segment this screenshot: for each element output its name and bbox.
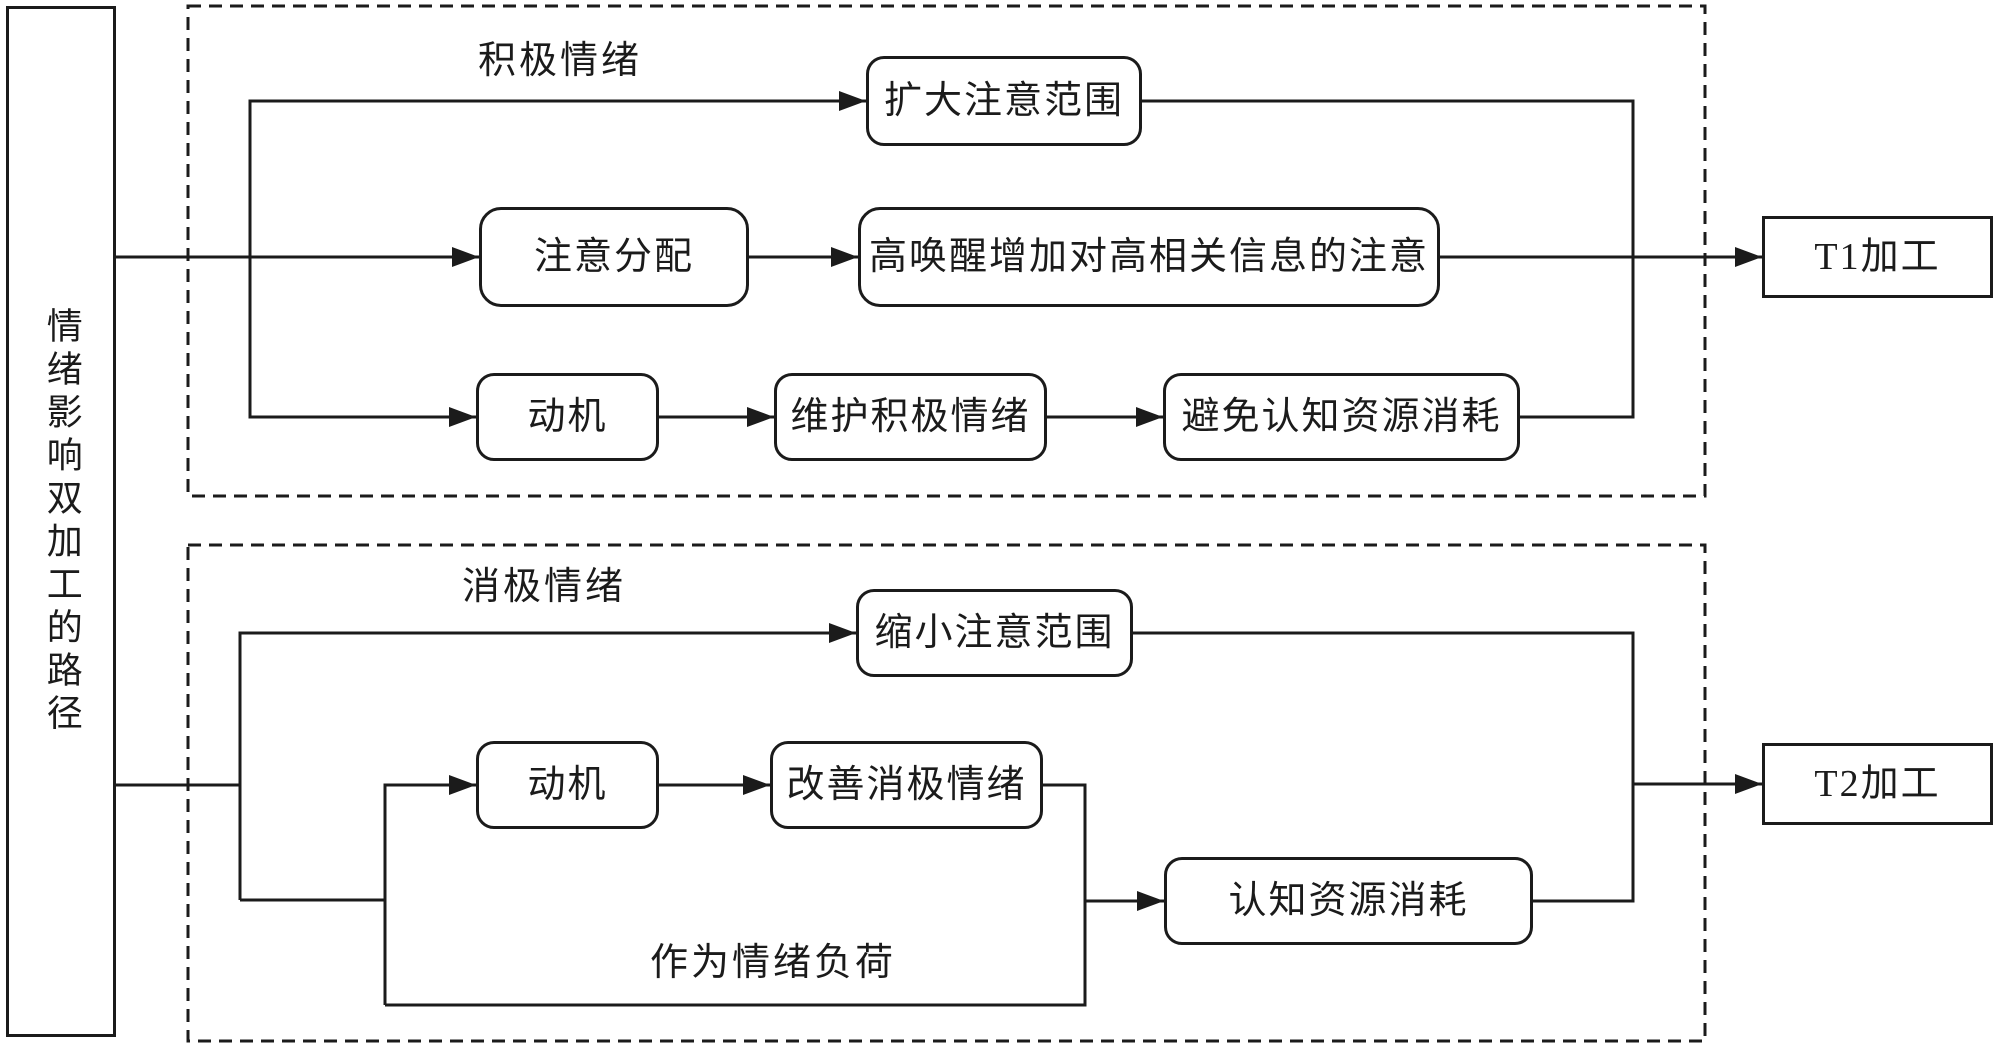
connector-branch-to-motivation1 — [248, 257, 476, 427]
connector-branch-to-expand — [248, 91, 866, 257]
negative-path-group-border — [186, 543, 1707, 1043]
label-negative-emotion: 消极情绪 — [462, 566, 627, 608]
node-expand-attention-scope: 扩大注意范围 — [866, 56, 1142, 146]
connector-collector-t2 — [1133, 631, 1635, 903]
node-improve-negative-emotion: 改善消极情绪 — [770, 741, 1043, 829]
node-attention-allocation: 注意分配 — [479, 207, 749, 307]
node-narrow-attention-scope: 缩小注意范围 — [856, 589, 1133, 677]
connectors-negative — [116, 623, 1762, 1007]
node-high-arousal-attention: 高唤醒增加对高相关信息的注意 — [858, 207, 1440, 307]
node-motivation-negative: 动机 — [476, 741, 659, 829]
node-maintain-positive-emotion: 维护积极情绪 — [774, 373, 1047, 461]
connector-load-to-motivation2 — [383, 775, 476, 1005]
label-emotional-load: 作为情绪负荷 — [650, 942, 897, 984]
connector-load-rectangle — [385, 783, 1087, 1007]
node-cognitive-resource-consumption: 认知资源消耗 — [1164, 857, 1533, 945]
connector-collector-t1 — [1142, 99, 1635, 419]
label-positive-emotion: 积极情绪 — [478, 40, 643, 82]
group-borders — [186, 4, 1707, 1043]
node-avoid-cognitive-resource-consumption: 避免认知资源消耗 — [1163, 373, 1520, 461]
source-node-emotion-dual-process-path: 情绪影响双加工的路径 — [6, 6, 116, 1037]
node-motivation-positive: 动机 — [476, 373, 659, 461]
positive-path-group-border — [186, 4, 1707, 498]
node-t1-processing: T1加工 — [1762, 216, 1993, 298]
source-node-title: 情绪影响双加工的路径 — [41, 306, 82, 737]
node-t2-processing: T2加工 — [1762, 743, 1993, 825]
connector-branch-to-narrow — [238, 623, 856, 900]
connectors-positive — [116, 91, 1762, 427]
